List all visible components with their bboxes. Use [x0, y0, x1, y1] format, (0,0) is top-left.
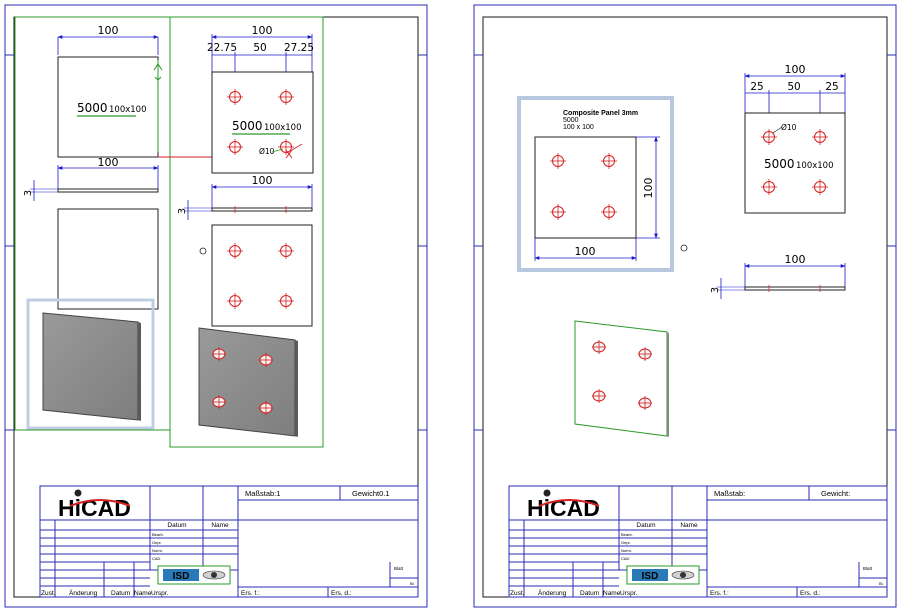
- row-cad-left: CAD: [152, 556, 161, 561]
- row-bearb-right: Bearb.: [621, 532, 633, 537]
- ers-d-right: Ers. d.:: [800, 590, 821, 597]
- right-holed-dim-2: 50: [787, 81, 800, 93]
- right-holed-label-sub: 100x100: [796, 161, 833, 171]
- holed-plate-2[interactable]: [199, 224, 313, 327]
- right-holed-dim-3: 25: [825, 81, 838, 93]
- blatt-right: Blatt: [863, 566, 873, 571]
- holed-strip[interactable]: [211, 207, 313, 212]
- right-strip-width-dim: 100: [785, 253, 806, 266]
- svg-text:HiCAD: HiCAD: [527, 495, 600, 521]
- right-strip-thickness-dim: 3: [710, 287, 721, 293]
- right-strip-view[interactable]: 100 3: [710, 253, 846, 299]
- hicad-logo-left: HiCAD: [58, 489, 131, 521]
- panel-width-dim: 100: [575, 245, 596, 258]
- footer-aenderung-right: Änderung: [538, 589, 567, 597]
- footer-zust-right: Zust.: [510, 590, 525, 597]
- massstab-right: Maßstab:: [714, 489, 745, 498]
- side-strip-view[interactable]: 100 3: [23, 156, 159, 201]
- right-holed-label-main: 5000: [764, 157, 795, 171]
- left-sheet: 100 5000 100x100 100 3: [4, 4, 428, 608]
- green-selection-frame-right[interactable]: [169, 16, 324, 448]
- footer-datum-right: Datum: [580, 590, 599, 597]
- title-block-left: HiCAD Maßstab:1 Gewicht0.1 Datum Name Be…: [39, 485, 419, 598]
- top-plate-width-dim: 100: [98, 24, 119, 37]
- footer-urspr-left: Urspr.: [151, 590, 169, 597]
- side-strip-width-dim: 100: [98, 156, 119, 169]
- col-datum-left: Datum: [167, 522, 186, 529]
- panel-line2: 100 x 100: [563, 124, 594, 131]
- top-plate-label-sub: 100x100: [109, 105, 146, 115]
- row-gepr-left: Gepr.: [152, 540, 162, 545]
- holed-plate-label-main: 5000: [232, 119, 263, 133]
- holed-strip-thickness-dim: 3: [177, 208, 188, 214]
- gewicht-right: Gewicht:: [821, 489, 850, 498]
- blatt-left: Blatt: [394, 566, 404, 571]
- svg-text:ISD: ISD: [173, 571, 190, 582]
- right-strip[interactable]: [744, 286, 846, 291]
- holed-plate-hole-dim: Ø10: [259, 147, 275, 156]
- panel-title: Composite Panel 3mm: [563, 110, 638, 117]
- col-name-right: Name: [680, 522, 698, 529]
- panel-line1: 5000: [563, 117, 579, 124]
- panel-height-dim: 100: [642, 178, 655, 199]
- holed-plate-label-sub: 100x100: [264, 123, 301, 133]
- gray-holed-plate-3d[interactable]: [198, 327, 298, 437]
- footer-datum-left: Datum: [111, 590, 130, 597]
- col-name-left: Name: [211, 522, 229, 529]
- bl-left: Bl.: [410, 581, 415, 586]
- right-holed-width-dim: 100: [785, 63, 806, 76]
- bl-right: Bl.: [879, 581, 884, 586]
- top-plate-label-main: 5000: [77, 101, 108, 115]
- holed-plate-view[interactable]: 100 22.75 50 27.25 5000 100x100 Ø10: [207, 24, 314, 174]
- right-holed-plate-view[interactable]: 100 25 50 25 Ø10 5000 100x100: [744, 63, 846, 214]
- holed-plate-dim-1: 22.75: [207, 42, 237, 54]
- holed-strip-view[interactable]: 100 3: [177, 174, 313, 220]
- footer-urspr-right: Urspr.: [620, 590, 638, 597]
- holed-plate-width-dim: 100: [252, 24, 273, 37]
- right-sheet-outer-border: [473, 4, 897, 608]
- holed-strip-width-dim: 100: [252, 174, 273, 187]
- footer-name-right: Name: [603, 590, 621, 597]
- side-strip-thickness-dim: 3: [23, 190, 34, 196]
- row-bearb-left: Bearb.: [152, 532, 164, 537]
- footer-name-left: Name: [134, 590, 152, 597]
- ers-f-right: Ers. f.:: [710, 590, 729, 597]
- blank-plate[interactable]: [57, 208, 159, 310]
- isd-logo-left[interactable]: ISD: [157, 565, 231, 585]
- row-norm-right: Norm.: [621, 548, 632, 553]
- ers-d-left: Ers. d.:: [331, 590, 352, 597]
- footer-zust-left: Zust.: [41, 590, 56, 597]
- panel-plate[interactable]: [534, 136, 637, 239]
- col-datum-right: Datum: [636, 522, 655, 529]
- svg-text:ISD: ISD: [642, 571, 659, 582]
- row-cad-right: CAD: [621, 556, 630, 561]
- gray-plate-3d-left[interactable]: [26, 298, 155, 430]
- right-holed-dim-1: 25: [750, 81, 763, 93]
- title-block-right: HiCAD Maßstab: Gewicht: Datum Name Bearb…: [508, 485, 888, 598]
- gewicht-left: Gewicht0.1: [352, 489, 390, 498]
- right-holed-hole-dim: Ø10: [781, 123, 797, 132]
- composite-panel-view[interactable]: Composite Panel 3mm 5000 100 x 100 100 1…: [517, 96, 674, 272]
- right-sheet: Composite Panel 3mm 5000 100 x 100 100 1…: [473, 4, 897, 608]
- point-marker[interactable]: [680, 244, 688, 252]
- row-norm-left: Norm.: [152, 548, 163, 553]
- right-holed-plate[interactable]: [744, 112, 846, 214]
- holed-plate-dim-2: 50: [253, 42, 266, 54]
- top-plate[interactable]: [57, 56, 159, 158]
- ers-f-left: Ers. f.:: [241, 590, 260, 597]
- top-plate-view[interactable]: 100 5000 100x100: [57, 24, 292, 158]
- holed-plate-dim-3: 27.25: [284, 42, 314, 54]
- massstab-left: Maßstab:1: [245, 489, 280, 498]
- right-holed-plate-3d[interactable]: [574, 320, 669, 437]
- side-strip[interactable]: [57, 188, 159, 193]
- svg-text:HiCAD: HiCAD: [58, 495, 131, 521]
- footer-aenderung-left: Änderung: [69, 589, 98, 597]
- row-gepr-right: Gepr.: [621, 540, 631, 545]
- isd-logo-right[interactable]: ISD: [626, 565, 700, 585]
- holed-plate[interactable]: [211, 71, 314, 174]
- hicad-logo-right: HiCAD: [527, 489, 600, 521]
